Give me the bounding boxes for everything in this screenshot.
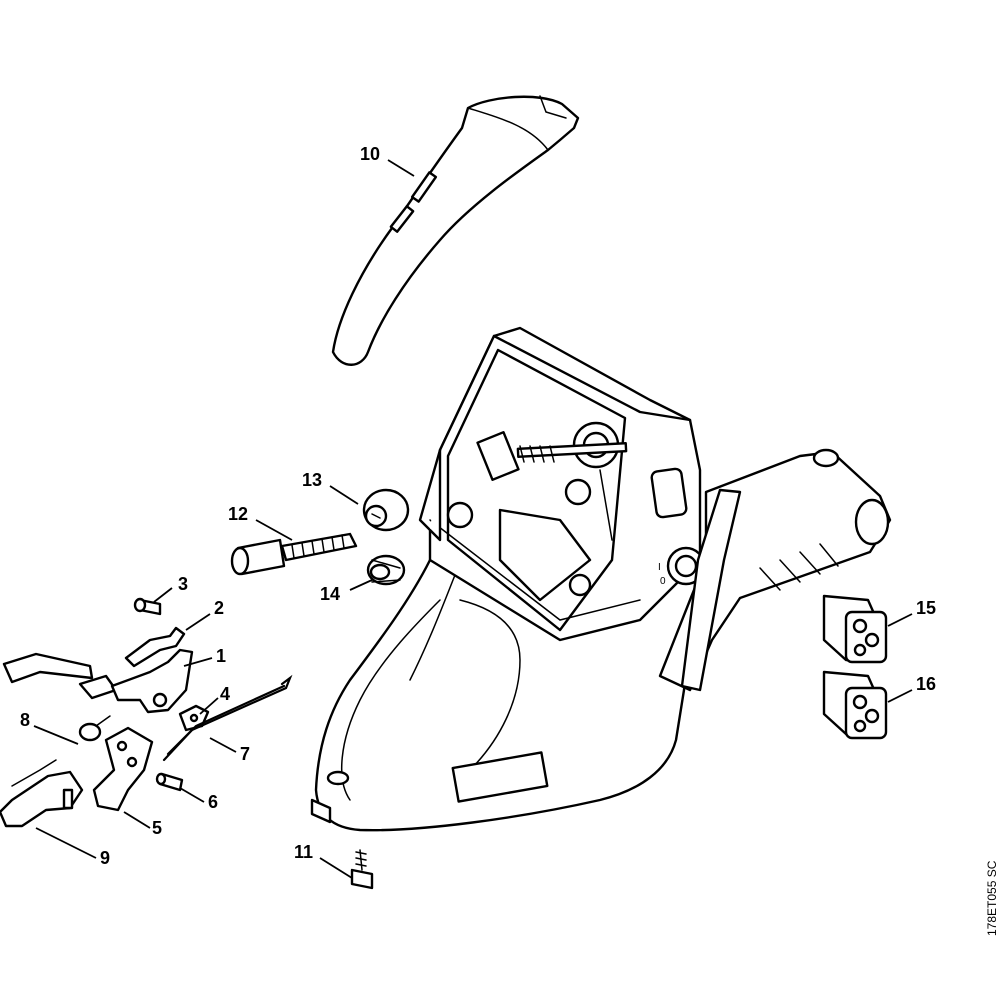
callout-3[interactable]: 3 — [178, 574, 188, 594]
callout-labels: 10 13 12 14 3 2 1 4 8 7 6 5 9 11 15 16 — [20, 144, 936, 868]
connector-part-16[interactable] — [822, 670, 888, 740]
control-rod-part-7[interactable] — [162, 674, 293, 762]
svg-text:I: I — [658, 562, 661, 573]
handle-cover-part-10[interactable] — [331, 95, 580, 366]
svg-text:0: 0 — [660, 576, 666, 587]
callout-13[interactable]: 13 — [302, 470, 322, 490]
callout-11[interactable]: 11 — [294, 842, 313, 862]
callout-16[interactable]: 16 — [916, 674, 936, 694]
callout-9[interactable]: 9 — [100, 848, 110, 868]
throttle-trigger-part-1[interactable] — [2, 648, 194, 714]
pin-part-3[interactable] — [133, 597, 162, 616]
roller-pin-part-6[interactable] — [155, 772, 184, 792]
callout-7[interactable]: 7 — [240, 744, 250, 764]
sleeve-part-14[interactable] — [366, 554, 406, 586]
rear-handle-arm[interactable] — [658, 448, 892, 692]
trigger-part-9[interactable] — [0, 759, 84, 828]
callout-5[interactable]: 5 — [152, 818, 162, 838]
callout-1[interactable]: 1 — [216, 646, 226, 666]
connector-part-15[interactable] — [822, 594, 888, 664]
leader-lines — [33, 159, 913, 879]
interlock-lever-part-5[interactable] — [92, 726, 154, 812]
callout-6[interactable]: 6 — [208, 792, 218, 812]
screw-part-11[interactable] — [350, 849, 374, 890]
callout-4[interactable]: 4 — [220, 684, 230, 704]
threaded-pin-part-12[interactable] — [230, 532, 358, 576]
callout-14[interactable]: 14 — [320, 584, 340, 604]
torsion-spring-part-8[interactable] — [78, 715, 111, 742]
callout-8[interactable]: 8 — [20, 710, 30, 730]
callout-12[interactable]: 12 — [228, 504, 248, 524]
plug-part-13[interactable] — [362, 488, 410, 532]
callout-10[interactable]: 10 — [360, 144, 380, 164]
callout-15[interactable]: 15 — [916, 598, 936, 618]
spring-part-2[interactable] — [124, 626, 186, 668]
housing-main[interactable]: I 0 — [310, 326, 706, 832]
drawing-code: 178ET055 SC — [985, 860, 999, 936]
callout-2[interactable]: 2 — [214, 598, 224, 618]
